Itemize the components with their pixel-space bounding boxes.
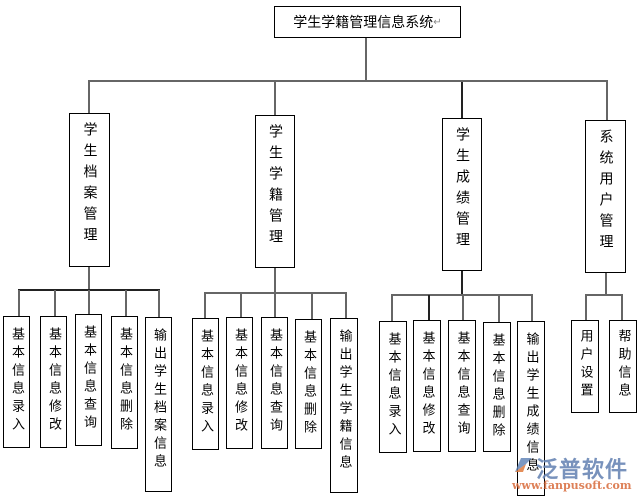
connector-leaf bbox=[345, 293, 347, 319]
connector-leaf bbox=[531, 295, 533, 321]
leaf-label: 基本信息修改 bbox=[232, 328, 247, 436]
leaf-label: 基本信息录入 bbox=[385, 332, 401, 440]
connector-leaf bbox=[158, 290, 160, 318]
watermark-brand: 泛普软件 bbox=[536, 458, 629, 483]
module-label: 系统用户管理 bbox=[597, 129, 614, 255]
connector-level2-bar bbox=[88, 80, 608, 82]
connector-to-module-3 bbox=[461, 82, 463, 119]
leaf-label: 基本信息录入 bbox=[198, 329, 213, 437]
leaf-archive-modify: 基本信息修改 bbox=[40, 316, 67, 448]
connector-group-4-bar bbox=[585, 294, 623, 296]
leaf-grades-modify: 基本信息修改 bbox=[413, 320, 441, 452]
leaf-label: 基本信息查询 bbox=[454, 331, 470, 439]
leaf-grades-query: 基本信息查询 bbox=[448, 320, 476, 452]
leaf-grades-entry: 基本信息录入 bbox=[379, 321, 407, 453]
leaf-label: 基本信息修改 bbox=[46, 327, 61, 435]
connector-leaf bbox=[585, 295, 587, 321]
connector-leaf bbox=[54, 290, 56, 317]
root-node: 学生学籍管理信息系统↵ bbox=[274, 6, 461, 38]
connector-module-4-down bbox=[605, 273, 607, 295]
connector-to-module-2 bbox=[274, 80, 276, 115]
connector-leaf bbox=[391, 295, 393, 322]
leaf-archive-entry: 基本信息录入 bbox=[3, 316, 30, 448]
connector-leaf bbox=[18, 290, 20, 317]
leaf-status-query: 基本信息查询 bbox=[261, 317, 288, 449]
return-mark-icon: ↵ bbox=[433, 16, 442, 28]
connector-leaf bbox=[274, 293, 276, 318]
leaf-label: 用户设置 bbox=[577, 329, 593, 401]
leaf-label: 帮助信息 bbox=[615, 329, 631, 401]
module-student-archive: 学生档案管理 bbox=[69, 113, 110, 267]
leaf-label: 基本信息删除 bbox=[117, 327, 132, 435]
leaf-label: 基本信息删除 bbox=[489, 333, 505, 441]
leaf-label: 基本信息删除 bbox=[301, 330, 316, 438]
connector-leaf bbox=[462, 295, 464, 322]
connector-leaf bbox=[428, 295, 430, 321]
leaf-label: 基本信息修改 bbox=[419, 331, 435, 439]
leaf-label: 基本信息查询 bbox=[267, 328, 282, 436]
module-student-status: 学生学籍管理 bbox=[255, 115, 295, 268]
leaf-user-settings: 用户设置 bbox=[571, 320, 599, 413]
leaf-label: 输出学生学籍信息 bbox=[336, 329, 352, 473]
connector-root-down bbox=[365, 38, 367, 81]
root-label: 学生学籍管理信息系统 bbox=[293, 15, 434, 31]
leaf-status-entry: 基本信息录入 bbox=[192, 318, 219, 450]
leaf-label: 输出学生成绩信息 bbox=[523, 332, 539, 476]
connector-leaf bbox=[311, 293, 313, 320]
module-label: 学生学籍管理 bbox=[267, 124, 283, 250]
module-label: 学生成绩管理 bbox=[454, 127, 470, 253]
leaf-status-output: 输出学生学籍信息 bbox=[330, 318, 358, 493]
connector-to-module-1 bbox=[88, 80, 90, 114]
leaf-grades-delete: 基本信息删除 bbox=[483, 322, 511, 452]
leaf-help-info: 帮助信息 bbox=[609, 320, 637, 413]
connector-leaf bbox=[240, 293, 242, 318]
leaf-archive-delete: 基本信息删除 bbox=[111, 316, 138, 449]
connector-module-2-down bbox=[274, 268, 276, 293]
leaf-status-delete: 基本信息删除 bbox=[295, 319, 322, 449]
leaf-archive-output: 输出学生档案信息 bbox=[145, 317, 172, 492]
connector-module-3-down bbox=[461, 271, 463, 295]
leaf-label: 基本信息查询 bbox=[81, 325, 96, 433]
leaf-archive-query: 基本信息查询 bbox=[75, 314, 102, 446]
connector-to-module-4 bbox=[606, 80, 608, 121]
connector-leaf bbox=[621, 295, 623, 321]
fanpu-logo-icon bbox=[515, 458, 532, 472]
connector-leaf bbox=[125, 290, 127, 317]
leaf-label: 输出学生档案信息 bbox=[151, 328, 166, 472]
leaf-label: 基本信息录入 bbox=[9, 327, 24, 435]
connector-leaf bbox=[498, 295, 500, 323]
connector-module-1-down bbox=[88, 267, 90, 291]
module-system-users: 系统用户管理 bbox=[585, 120, 626, 273]
watermark: 泛普软件 www.fanpusoft.com bbox=[512, 452, 640, 498]
connector-leaf bbox=[88, 290, 90, 314]
watermark-url: www.fanpusoft.com bbox=[512, 479, 632, 492]
leaf-grades-output: 输出学生成绩信息 bbox=[517, 321, 545, 496]
module-label: 学生档案管理 bbox=[81, 122, 98, 248]
leaf-status-modify: 基本信息修改 bbox=[226, 317, 253, 449]
connector-leaf bbox=[204, 293, 206, 319]
module-student-grades: 学生成绩管理 bbox=[442, 118, 482, 271]
